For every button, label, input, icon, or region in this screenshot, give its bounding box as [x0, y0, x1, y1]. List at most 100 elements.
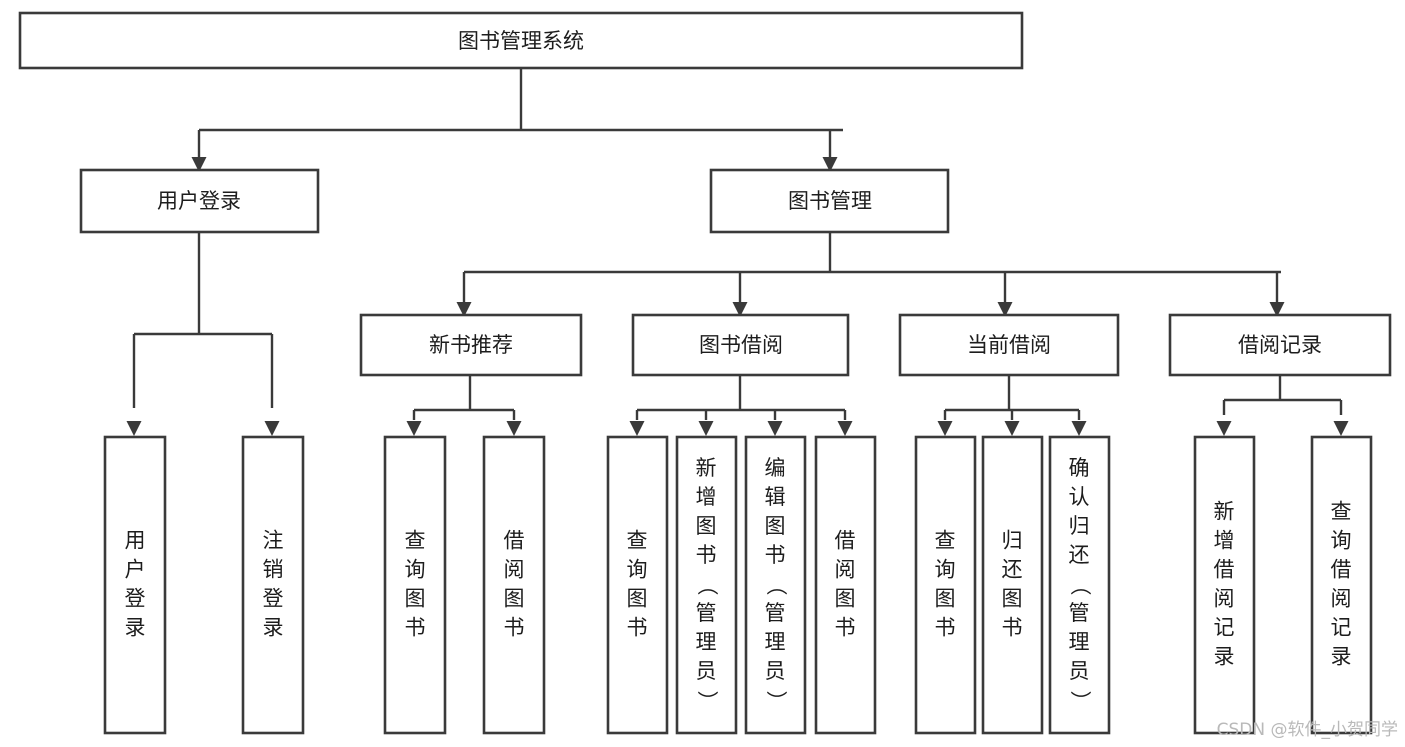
vertical-label-char: 编 — [765, 456, 786, 480]
vertical-label-char: 新 — [696, 456, 717, 480]
node-book-borrow-box[interactable] — [631, 313, 850, 377]
node-user-login[interactable]: 用户登录 — [79, 168, 320, 234]
node-current-borrow-box[interactable] — [898, 313, 1120, 377]
vertical-label-char: 管 — [765, 601, 786, 625]
vertical-label-char: 书 — [504, 616, 525, 640]
vertical-label-char: 书 — [835, 616, 856, 640]
vertical-label-char: 新 — [1214, 500, 1235, 524]
node-book-borrow[interactable]: 图书借阅 — [631, 313, 850, 377]
arrow-icon-borrow-leaf-3 — [767, 421, 783, 436]
node-current-borrow[interactable]: 当前借阅 — [898, 313, 1120, 377]
node-book-management-box[interactable] — [709, 168, 950, 234]
vertical-label-char: 员 — [1069, 659, 1090, 683]
vertical-label-char: 图 — [1002, 587, 1023, 611]
vertical-label-char: 归 — [1002, 529, 1023, 553]
leaf-node-add-borrow-record-box[interactable] — [1193, 435, 1256, 735]
vertical-label-char: ） — [1068, 691, 1092, 712]
node-book-management[interactable]: 图书管理 — [709, 168, 950, 234]
vertical-label-char: 书 — [765, 543, 786, 567]
vertical-label-char: 用 — [125, 529, 146, 553]
connector-group-borrow — [629, 375, 853, 436]
vertical-label-char: 辑 — [765, 485, 786, 509]
leaf-node-confirm-return-admin-box[interactable] — [1048, 435, 1111, 735]
vertical-label-char: 理 — [1069, 630, 1090, 654]
node-borrow-records-box[interactable] — [1168, 313, 1392, 377]
leaf-node-query-books-current-box[interactable] — [914, 435, 977, 735]
vertical-label-char: 借 — [1331, 558, 1352, 582]
node-new-book-recommend[interactable]: 新书推荐 — [359, 313, 583, 377]
vertical-label-char: （ — [764, 575, 788, 596]
leaf-node-borrow-books-box[interactable] — [814, 435, 877, 735]
vertical-label-char: 书 — [935, 616, 956, 640]
vertical-label-char: 记 — [1214, 616, 1235, 640]
vertical-label-char: 记 — [1331, 616, 1352, 640]
connector-group-root — [191, 68, 843, 172]
vertical-label-char: 书 — [405, 616, 426, 640]
connector-group-new-books — [406, 375, 522, 436]
leaf-node-query-books-borrow-box[interactable] — [606, 435, 669, 735]
vertical-label-char: 图 — [405, 587, 426, 611]
leaf-node-edit-book-admin-box[interactable] — [744, 435, 807, 735]
vertical-label-char: 户 — [125, 558, 146, 582]
leaf-node-query-books-new-box[interactable] — [383, 435, 447, 735]
vertical-label-char: 管 — [696, 601, 717, 625]
node-borrow-records-label: 借阅记录 — [1238, 333, 1322, 357]
vertical-label-char: 查 — [935, 529, 956, 553]
node-root-label: 图书管理系统 — [458, 29, 584, 53]
node-new-book-recommend-label: 新书推荐 — [429, 333, 513, 357]
arrow-icon-records-leaf-1 — [1216, 421, 1232, 436]
vertical-label-char: 录 — [1331, 645, 1352, 669]
leaf-node-user-login-label: 用户登录 — [125, 529, 146, 640]
vertical-label-char: 增 — [1214, 529, 1235, 553]
vertical-label-char: （ — [1068, 575, 1092, 596]
node-user-login-box[interactable] — [79, 168, 320, 234]
vertical-label-char: 归 — [1069, 514, 1090, 538]
leaf-node-query-borrow-record-box[interactable] — [1310, 435, 1373, 735]
arrow-icon-borrow-leaf-1 — [629, 421, 645, 436]
node-user-login-label: 用户登录 — [157, 189, 241, 213]
leaf-node-add-book-admin-box[interactable] — [675, 435, 738, 735]
leaf-node-borrow-books-new-box[interactable] — [482, 435, 546, 735]
leaf-node-logout-box[interactable] — [241, 435, 305, 735]
node-root[interactable]: 图书管理系统 — [18, 11, 1024, 70]
vertical-label-char: 员 — [765, 659, 786, 683]
arrow-icon-records-leaf-2 — [1333, 421, 1349, 436]
vertical-label-char: 理 — [765, 630, 786, 654]
vertical-label-char: 借 — [504, 529, 525, 553]
vertical-label-char: 图 — [765, 514, 786, 538]
leaf-node-user-login[interactable]: 用户登录 — [103, 435, 167, 735]
vertical-label-char: 图 — [627, 587, 648, 611]
vertical-label-char: 增 — [696, 485, 717, 509]
arrow-icon-current-leaf-3 — [1071, 421, 1087, 436]
vertical-label-char: ） — [764, 691, 788, 712]
node-borrow-records[interactable]: 借阅记录 — [1168, 313, 1392, 377]
vertical-label-char: 销 — [263, 558, 284, 582]
connector-group-user-login — [126, 232, 280, 436]
vertical-label-char: 登 — [125, 587, 146, 611]
vertical-label-char: 借 — [835, 529, 856, 553]
node-root-box[interactable] — [18, 11, 1024, 70]
leaf-node-return-books-box[interactable] — [981, 435, 1044, 735]
vertical-label-char: 登 — [263, 587, 284, 611]
node-new-book-recommend-box[interactable] — [359, 313, 583, 377]
leaf-node-user-login-box[interactable] — [103, 435, 167, 735]
vertical-label-char: 阅 — [1214, 587, 1235, 611]
arrow-icon-current-leaf-1 — [937, 421, 953, 436]
